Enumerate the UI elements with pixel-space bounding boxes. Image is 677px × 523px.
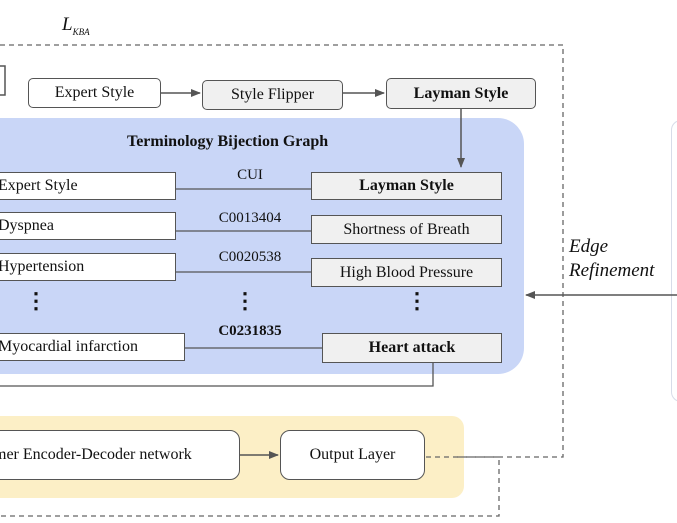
- cui-hypertension: C0020538: [218, 249, 282, 265]
- header-cui: CUI: [237, 167, 263, 183]
- expert-style-node: Expert Style: [28, 78, 161, 108]
- loss-kba-label: LKBA: [62, 14, 90, 37]
- layman-style-node: Layman Style: [386, 78, 536, 109]
- cui-dyspnea: C0013404: [218, 210, 282, 226]
- ellipsis-cui: ⋮: [234, 288, 256, 313]
- expert-term-myocardial-infarction: Myocardial infarction: [0, 333, 185, 361]
- layman-term-heart-attack: Heart attack: [322, 333, 502, 363]
- layman-term-high-blood-pressure: High Blood Pressure: [311, 258, 502, 287]
- ellipsis-layman: ⋮: [406, 288, 428, 313]
- ellipsis-expert: ⋮: [25, 288, 47, 313]
- encoder-decoder-network-node: mer Encoder-Decoder network: [0, 430, 240, 480]
- graph-title: Terminology Bijection Graph: [127, 133, 329, 150]
- terminology-graph-panel: [0, 118, 524, 374]
- expert-term-hypertension: Hypertension: [0, 253, 176, 281]
- style-flipper-node: Style Flipper: [202, 80, 343, 110]
- expert-term-dyspnea: Dyspnea: [0, 212, 176, 240]
- header-expert-style: Expert Style: [0, 172, 176, 200]
- layman-term-shortness-of-breath: Shortness of Breath: [311, 215, 502, 244]
- header-layman-style: Layman Style: [311, 172, 502, 200]
- edge-refinement-label: Edge Refinement: [569, 236, 655, 281]
- output-layer-node: Output Layer: [280, 430, 425, 480]
- cui-myocardial-infarction: C0231835: [218, 323, 282, 339]
